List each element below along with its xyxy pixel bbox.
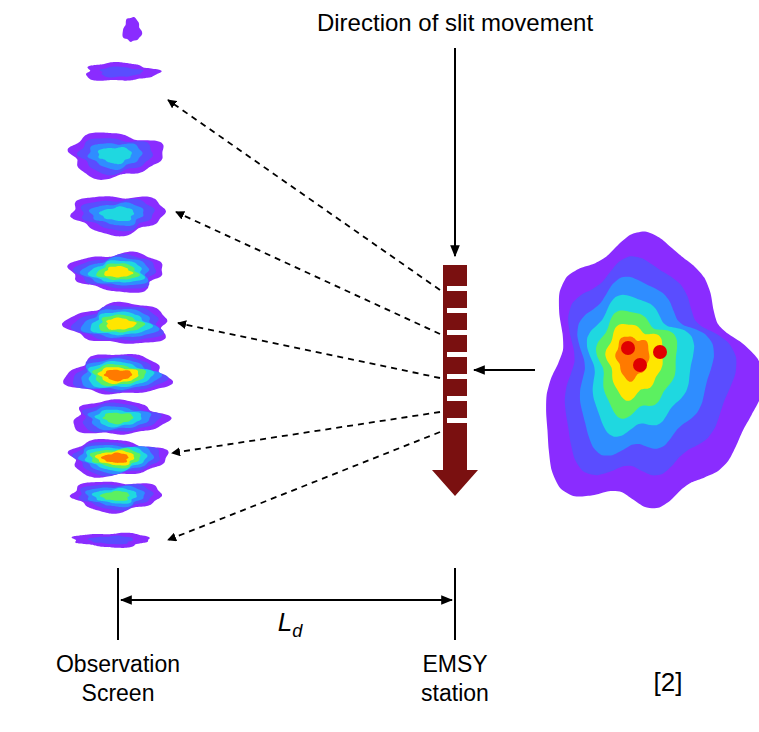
dimension-arrow (121, 599, 452, 601)
beam-arrow (474, 369, 535, 371)
slit-mask (432, 265, 478, 496)
screen-label-text: Observation Screen (56, 651, 180, 706)
station-marker (454, 568, 456, 640)
station-label: EMSY station (390, 650, 520, 708)
movement-arrow (454, 48, 456, 256)
reference-number-text: [2] (654, 667, 683, 697)
screen-label: Observation Screen (38, 650, 198, 708)
screen-marker (117, 568, 119, 640)
figure-title-label: Direction of slit movement (275, 8, 635, 38)
dimension-label-text: Ld (278, 607, 303, 637)
station-label-text: EMSY station (421, 651, 489, 706)
figure-title-label-text: Direction of slit movement (317, 9, 593, 36)
beam-profile (546, 232, 759, 509)
beamlet-images (62, 17, 173, 548)
reference-number: [2] (633, 666, 703, 699)
beamlet-rays (168, 100, 440, 540)
dimension-label: Ld (260, 606, 320, 643)
